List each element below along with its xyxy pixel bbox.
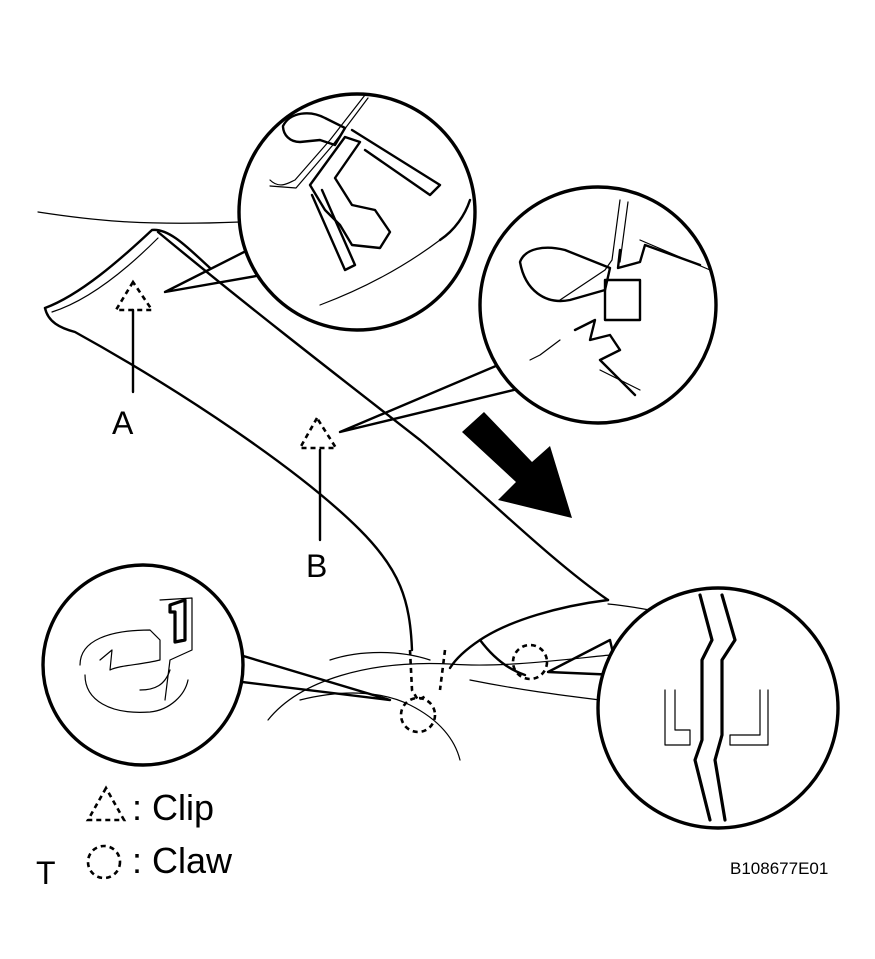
callout-clip-b (338, 185, 718, 434)
body-curve-2 (299, 692, 461, 761)
clip-b-label: B (306, 548, 327, 584)
clip-b-marker: B (297, 415, 339, 584)
legend-claw-label: : Claw (132, 840, 233, 881)
legend-clip-label: : Clip (132, 787, 214, 828)
callout-claw-left (41, 563, 392, 767)
clip-triangle-icon (85, 785, 127, 822)
direction-arrow-icon (462, 412, 572, 518)
corner-mark: T (36, 855, 56, 891)
body-curve-1 (267, 654, 611, 721)
claw-hook-right (438, 649, 447, 691)
claw-marker-2 (511, 643, 549, 681)
legend: : Clip : Claw (85, 785, 233, 881)
body-curve-4 (329, 651, 431, 661)
body-curve-3 (469, 679, 601, 701)
figure-code: B108677E01 (730, 859, 828, 878)
claw-circle-icon (86, 844, 122, 880)
callout-clip-a (163, 92, 477, 332)
claw-hook-left (408, 649, 429, 702)
claw-marker-1 (399, 696, 437, 734)
callout-claw-right (546, 586, 840, 830)
body-panel-line (37, 211, 241, 224)
clip-a-marker: A (112, 279, 155, 441)
clip-a-label: A (112, 405, 134, 441)
pillar-garnish (43, 228, 661, 677)
